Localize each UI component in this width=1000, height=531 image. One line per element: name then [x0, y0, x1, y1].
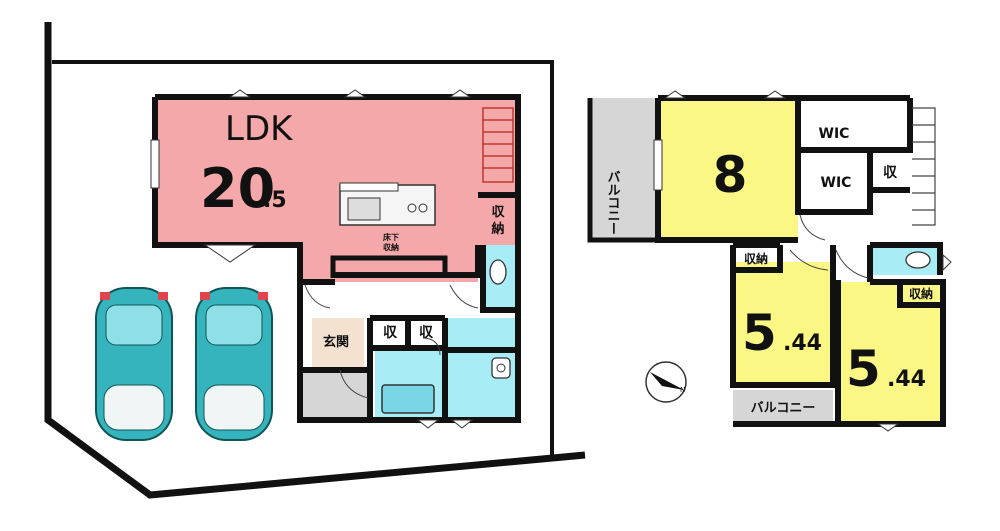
- room-8: [660, 98, 798, 238]
- storage-small-label: 収: [883, 164, 898, 181]
- floor-2-plan: N バルコニー 8 WIC WIC 収 収納 5 .44 バルコニー 収納 5 …: [587, 90, 952, 432]
- room-b-size-main: 5: [742, 304, 777, 362]
- storage-a-label: 収: [383, 324, 398, 341]
- door-arcs-2f: [789, 214, 869, 279]
- entrance-floor: [312, 318, 364, 368]
- ldk-size-main: 20: [200, 157, 275, 220]
- ldk-size-decimal: .5: [263, 188, 287, 213]
- room-c-size-decimal: .44: [887, 367, 926, 392]
- room-5-44-left: [735, 262, 833, 382]
- balcony-west-label: バルコニー: [605, 170, 621, 235]
- sink-drain-icon: [496, 363, 506, 373]
- lot-boundary: [44, 22, 586, 499]
- wic-1-label: WIC: [819, 126, 850, 142]
- floor-1-plan: LDK 20 .5 床下 収納 収 納 玄関 収 収: [44, 22, 586, 499]
- entrance-label: 玄関: [323, 334, 349, 350]
- lot-boundary-inner: [52, 60, 554, 455]
- toilet-2f-fixture: [905, 251, 931, 269]
- balcony-west: [590, 98, 655, 238]
- svg-text:N: N: [680, 386, 685, 394]
- wic-2-label: WIC: [821, 175, 852, 191]
- balcony-west-wall: [587, 98, 658, 243]
- windows-2f: [653, 90, 952, 432]
- storage-room-b-label: 収納: [744, 251, 768, 266]
- storage-room-c-label: 収納: [909, 286, 933, 301]
- bathtub: [381, 384, 435, 414]
- entrance-porch: [300, 370, 370, 420]
- car-left: [95, 287, 173, 441]
- storage-ldk-line-1: 収: [491, 205, 505, 220]
- door-arcs-1f: [304, 284, 479, 399]
- windows-1f: [150, 89, 474, 429]
- kitchen-wall: [330, 255, 448, 278]
- compass-icon: N: [645, 361, 687, 403]
- toilet-1f-fixture: [489, 259, 507, 285]
- kitchen-counter: [339, 182, 436, 226]
- stairs-1f: [482, 107, 514, 183]
- room-8-size: 8: [713, 146, 748, 204]
- underfloor-storage-line-1: 床下: [383, 232, 399, 242]
- underfloor-storage-line-2: 収納: [383, 242, 399, 252]
- balcony-south-label: バルコニー: [751, 401, 816, 416]
- car-right: [195, 287, 273, 441]
- room-c-size-main: 5: [846, 340, 881, 398]
- storage-b-label: 収: [419, 324, 434, 341]
- storage-ldk-line-2: 納: [491, 221, 504, 237]
- stairs-2f: [912, 107, 936, 226]
- balcony-south: [733, 390, 833, 424]
- ldk-label: LDK: [225, 109, 294, 149]
- sink-fixture: [491, 357, 511, 379]
- room-b-size-decimal: .44: [783, 331, 822, 356]
- ldk-room: [155, 97, 518, 282]
